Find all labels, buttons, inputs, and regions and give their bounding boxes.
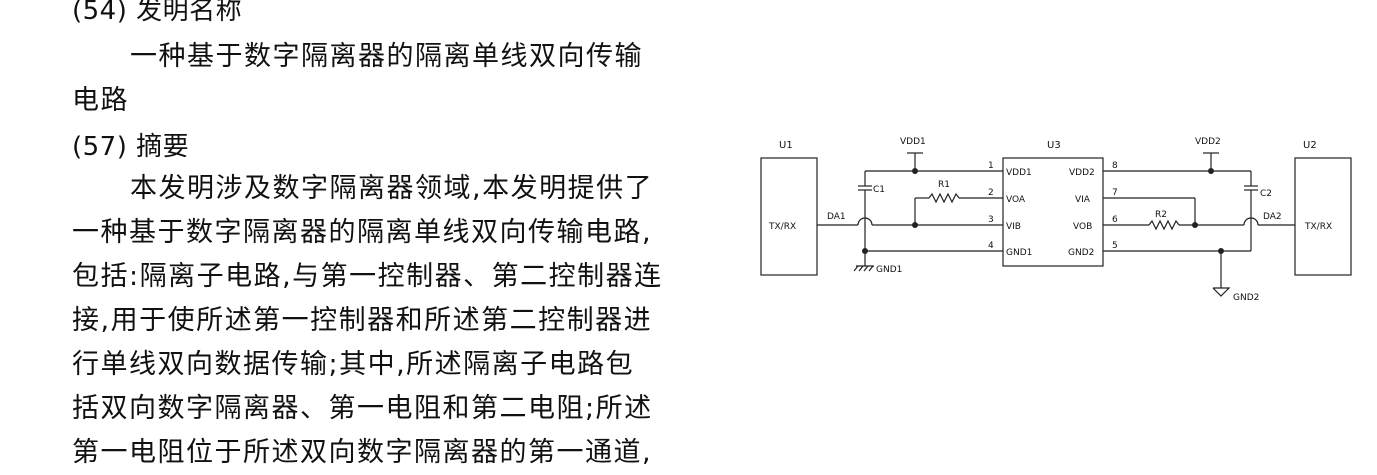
r1-label: R1 <box>938 180 950 190</box>
pin-number-3: 3 <box>988 215 994 225</box>
c1-label: C1 <box>873 185 885 195</box>
pin-number-8: 8 <box>1112 161 1118 171</box>
pin-name-vob: VOB <box>1073 222 1092 232</box>
circuit-schematic: U1 TX/RX U2 TX/RX U3 VDD1 VDD2 GND1 GND2… <box>760 137 1352 303</box>
pin-name-vib: VIB <box>1006 222 1021 232</box>
da2-label: DA2 <box>1263 212 1282 222</box>
section-54-heading: (54) 发明名称 <box>72 0 243 26</box>
u1-port-label: TX/RX <box>768 222 796 232</box>
abstract-line-3: 包括:隔离子电路,与第一控制器、第二控制器连 <box>72 261 663 292</box>
pin-number-1: 1 <box>988 161 994 171</box>
section-57-heading: (57) 摘要 <box>72 132 190 162</box>
u2-port-label: TX/RX <box>1304 222 1332 232</box>
gnd2-label: GND2 <box>1233 293 1259 303</box>
pin-name-gnd1: GND1 <box>1006 248 1032 258</box>
u2-label: U2 <box>1303 140 1317 151</box>
u1-label: U1 <box>779 140 793 151</box>
pin-number-7: 7 <box>1112 188 1118 198</box>
pin-name-gnd2: GND2 <box>1068 248 1094 258</box>
abstract-line-7: 第一电阻位于所述双向数字隔离器的第一通道, <box>72 437 653 468</box>
abstract-line-1: 本发明涉及数字隔离器领域,本发明提供了 <box>130 173 654 204</box>
abstract-line-4: 接,用于使所述第一控制器和所述第二控制器进 <box>72 305 653 336</box>
abstract-line-5: 行单线双向数据传输;其中,所述隔离子电路包 <box>72 349 635 380</box>
gnd1-label: GND1 <box>876 265 902 275</box>
u3-isolator-box <box>1002 157 1104 267</box>
abstract-line-6: 括双向数字隔离器、第一电阻和第二电阻;所述 <box>72 393 653 424</box>
c2-label: C2 <box>1260 189 1272 199</box>
pin-name-vdd1: VDD1 <box>1006 168 1032 178</box>
pin-name-vdd2: VDD2 <box>1069 168 1095 178</box>
abstract-line-2: 一种基于数字隔离器的隔离单线双向传输电路, <box>72 217 653 248</box>
pin-number-2: 2 <box>988 188 994 198</box>
u1-controller-box <box>760 157 818 276</box>
pin-name-voa: VOA <box>1006 195 1026 205</box>
invention-title-line-1: 一种基于数字隔离器的隔离单线双向传输 <box>130 41 643 72</box>
u2-controller-box <box>1294 157 1352 276</box>
pin-number-5: 5 <box>1112 241 1118 251</box>
pin-name-via: VIA <box>1075 195 1091 205</box>
da1-label: DA1 <box>827 212 846 222</box>
pin-number-6: 6 <box>1112 215 1118 225</box>
vdd1-label: VDD1 <box>900 137 926 147</box>
invention-title-line-2: 电路 <box>72 85 129 116</box>
r2-label: R2 <box>1155 210 1167 220</box>
pin-number-4: 4 <box>988 241 994 251</box>
u3-label: U3 <box>1047 140 1061 151</box>
vdd2-label: VDD2 <box>1195 137 1221 147</box>
